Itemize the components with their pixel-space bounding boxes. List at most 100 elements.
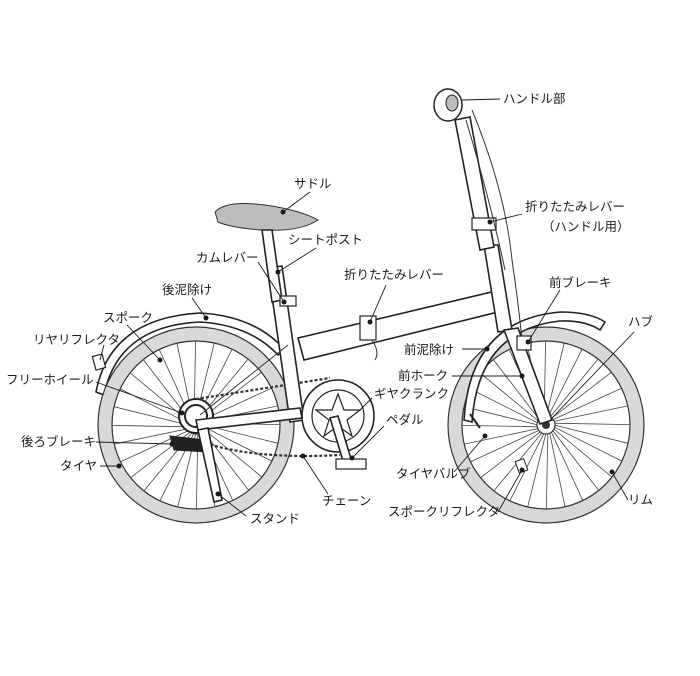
stand-shape — [197, 427, 223, 503]
spoke-line — [545, 342, 565, 418]
label-saddle: サドル — [294, 176, 332, 191]
label-rim: リム — [628, 492, 653, 507]
leader-dots — [116, 209, 615, 497]
handle-folding-hinge-shape — [471, 217, 497, 231]
label-front-brake: 前ブレーキ — [549, 275, 612, 290]
label-folding-lever-handle-2: （ハンドル用） — [542, 219, 630, 234]
label-seat-post: シートポスト — [288, 232, 363, 247]
label-front-fork: 前ホーク — [398, 368, 448, 383]
label-chain: チェーン — [322, 493, 371, 508]
leader-rear-brake — [95, 441, 173, 445]
dot-folding-handle — [487, 219, 493, 225]
freewheel-cog-inner — [184, 404, 208, 428]
spoke-line — [120, 429, 190, 463]
dot-stand — [215, 491, 221, 497]
part-labels: ハンドル部 サドル 折りたたみレバー （ハンドル用） シートポスト カムレバー … — [6, 91, 654, 526]
frame-folding-lever-arm — [371, 339, 378, 361]
spoke-line — [552, 428, 613, 478]
spoke-line — [553, 422, 631, 425]
leader-lines — [95, 98, 635, 517]
label-spoke-reflector: スポークリフレクタ — [388, 504, 500, 519]
label-rear-brake: 後ろブレーキ — [21, 434, 96, 449]
dot-folding-lever — [367, 319, 373, 325]
front-fender-shape — [463, 311, 607, 424]
dot-rear-fender — [203, 315, 209, 321]
label-front-fender: 前泥除け — [404, 342, 454, 357]
label-handlebar: ハンドル部 — [503, 91, 566, 106]
spoke-line — [553, 426, 622, 462]
frame-folding-lever-shape — [359, 315, 377, 341]
label-tire-valve: タイヤバルブ — [396, 466, 471, 481]
label-rear-reflector: リヤリフレクタ — [33, 332, 120, 347]
label-hub: ハブ — [628, 314, 654, 329]
dot-front-fender — [484, 346, 490, 352]
dot-chain — [300, 453, 306, 459]
label-folding-lever-handle-1: 折りたたみレバー — [525, 199, 625, 214]
spoke-line — [470, 429, 540, 463]
leader-spoke — [126, 324, 161, 361]
handlebar-grip-end — [445, 94, 459, 112]
head-tube — [483, 244, 513, 333]
leader-freewheel — [95, 381, 183, 414]
spoke-line — [527, 432, 547, 508]
label-tire: タイヤ — [60, 458, 97, 473]
leader-cam-lever — [257, 261, 285, 303]
tire-valve-shape — [469, 413, 481, 429]
spoke-line — [463, 406, 539, 426]
front-brake-shape — [516, 335, 532, 351]
saddle-shape — [214, 203, 319, 231]
leader-seat-post — [277, 247, 317, 273]
spoke-line — [202, 428, 263, 478]
dot-pedal — [349, 455, 355, 461]
dot-cam-lever — [281, 299, 287, 305]
main-frame-tube — [297, 289, 508, 361]
leader-pedal — [351, 425, 385, 459]
spoke-line — [549, 432, 566, 507]
spoke-line — [480, 430, 542, 479]
bicycle-illustration — [91, 88, 645, 524]
label-rear-fender: 後泥除け — [162, 282, 212, 297]
spoke-line — [464, 428, 539, 445]
dot-freewheel — [179, 410, 185, 416]
spoke-line — [547, 349, 583, 418]
dot-rear-brake — [169, 441, 175, 447]
spoke-line — [552, 387, 622, 421]
dot-front-fork — [519, 373, 525, 379]
spoke-line — [111, 425, 189, 428]
spoke-line — [549, 358, 599, 419]
dot-spoke — [157, 357, 163, 363]
label-stand: スタンド — [250, 511, 300, 526]
leader-chain — [302, 455, 329, 495]
brake-cables-2 — [465, 119, 506, 271]
spoke-line — [203, 426, 272, 462]
leader-rear-fender — [191, 297, 207, 319]
spoke-line — [470, 388, 539, 424]
spoke-line — [546, 432, 549, 510]
label-spoke: スポーク — [103, 310, 153, 325]
spoke-line — [479, 372, 540, 422]
front-fork-shape — [502, 327, 554, 426]
spoke-line — [553, 405, 628, 422]
leader-saddle — [282, 191, 311, 213]
spoke-line — [550, 431, 584, 501]
seat-stay — [199, 344, 289, 416]
leader-tire-valve — [453, 435, 486, 473]
spoke-line — [113, 406, 189, 426]
dot-front-brake — [525, 339, 531, 345]
label-crank: ギヤクランク — [374, 386, 449, 401]
label-freewheel: フリーホイール — [6, 372, 94, 387]
rear-reflector-shape — [91, 353, 107, 371]
brake-cables — [471, 109, 523, 341]
spoke-line — [461, 425, 539, 428]
leader-handlebar — [461, 98, 501, 101]
leader-hub — [551, 331, 635, 419]
leader-folding-handle — [489, 213, 523, 223]
leader-rim — [611, 471, 629, 501]
spoke-line — [492, 359, 541, 421]
leader-rear-reflector — [99, 344, 105, 361]
label-cam-lever: カムレバー — [196, 250, 259, 265]
label-pedal: ペダル — [386, 412, 424, 427]
dot-spoke-reflector — [519, 467, 525, 473]
chain-shape — [195, 376, 341, 458]
